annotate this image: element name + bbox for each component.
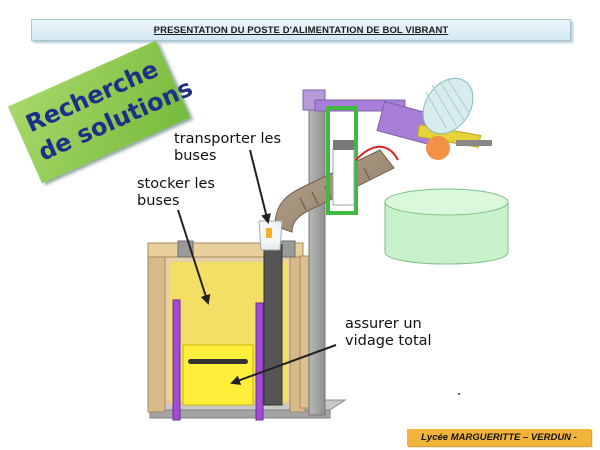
top-arm-beam <box>314 99 406 112</box>
cylinder <box>332 147 355 206</box>
footer-badge: Lycée MARGUERITTE – VERDUN - <box>407 429 591 446</box>
right-arrow-icon <box>230 344 337 385</box>
support-column <box>308 104 326 416</box>
mech-mesh-drum <box>422 77 474 135</box>
stray-dot <box>458 393 460 395</box>
right-arrow-icon <box>249 149 271 224</box>
hopper-post-right <box>281 240 296 258</box>
stock-label-line1: stocker les <box>137 176 215 192</box>
page-title: PRESENTATION DU POSTE D'ALIMENTATION DE … <box>153 24 449 36</box>
transport-label-line2: buses <box>174 148 217 164</box>
stock-label-line2: buses <box>137 193 180 209</box>
vibrating-bowl-rim <box>384 188 509 216</box>
header-bar: PRESENTATION DU POSTE D'ALIMENTATION DE … <box>31 19 571 41</box>
right-arrow-icon <box>177 209 211 305</box>
cylinder-cap <box>333 140 354 150</box>
green-bracket <box>326 106 358 215</box>
mech-mesh-lines <box>425 79 471 129</box>
mech-orange-part <box>426 136 450 160</box>
footer-text: Lycée MARGUERITTE – VERDUN - <box>421 432 577 443</box>
nozzle-part <box>266 228 272 238</box>
empty-label-line1: assurer un <box>345 316 422 332</box>
hopper-left-wall <box>147 244 166 413</box>
purple-rail-right <box>255 302 264 421</box>
tube-column <box>263 244 283 406</box>
base-plate-edge <box>149 409 331 419</box>
purple-rail-left <box>172 299 181 421</box>
mech-grey-bar <box>456 140 492 146</box>
transport-label-line1: transporter les <box>174 131 281 147</box>
empty-label-line2: vidage total <box>345 333 432 349</box>
tray-slot <box>188 359 248 364</box>
red-cable <box>355 145 399 161</box>
vibrating-bowl <box>384 202 509 265</box>
inner-tray <box>182 344 254 406</box>
